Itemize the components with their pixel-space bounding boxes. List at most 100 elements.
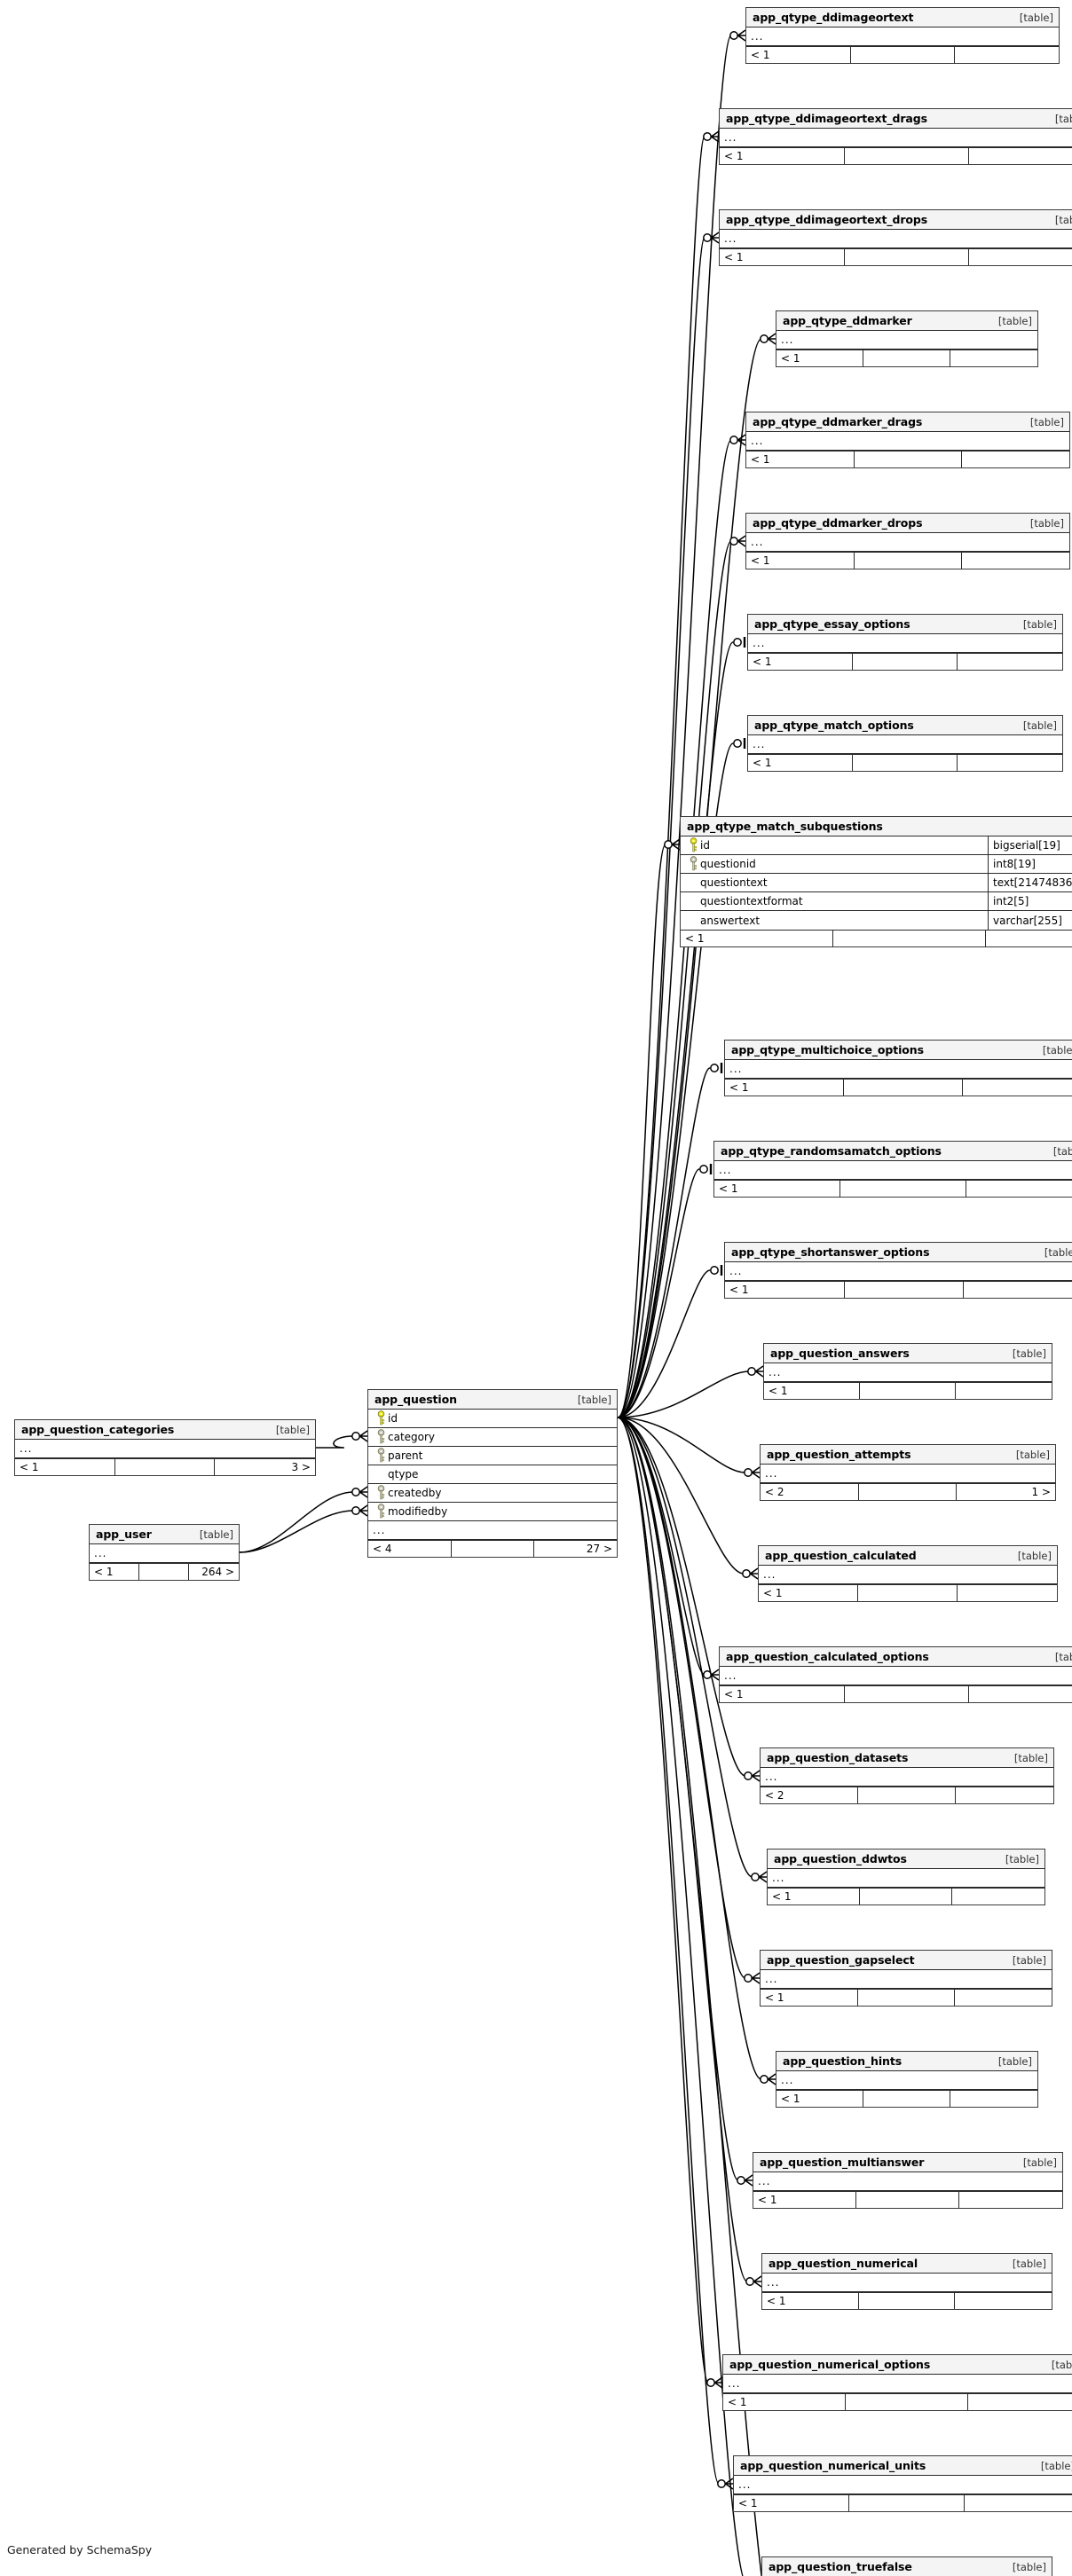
table-node-app_question_numerical[interactable]: app_question_numerical[table]...< 1 bbox=[761, 2253, 1052, 2310]
edge-app_question-to-app_question_numerical_options bbox=[617, 1417, 709, 2384]
table-node-app_question_gapselect[interactable]: app_question_gapselect[table]...< 1 bbox=[760, 1950, 1052, 2007]
table-footer-app_qtype_ddimageortext_drags: < 1 bbox=[720, 147, 1072, 164]
footer-children-count: 1 > bbox=[1031, 1486, 1051, 1498]
footer-parents-count: < 1 bbox=[764, 1383, 861, 1399]
table-node-app_question_datasets[interactable]: app_question_datasets[table]...< 2 bbox=[760, 1747, 1054, 1804]
table-node-app_qtype_shortanswer_options[interactable]: app_qtype_shortanswer_options[table]...<… bbox=[724, 1242, 1072, 1299]
table-node-app_question_numerical_options[interactable]: app_question_numerical_options[table]...… bbox=[722, 2354, 1072, 2411]
table-node-app_qtype_ddimageortext[interactable]: app_qtype_ddimageortext[table]...< 1 bbox=[745, 7, 1060, 64]
table-node-app_qtype_ddmarker_drops[interactable]: app_qtype_ddmarker_drops[table]...< 1 bbox=[745, 513, 1070, 569]
table-row[interactable]: id bbox=[368, 1410, 617, 1428]
table-body-app_qtype_ddmarker: ... bbox=[776, 331, 1037, 349]
endpoint-many-app_qtype_ddmarker_drops bbox=[729, 535, 746, 547]
table-row[interactable]: modifiedby bbox=[368, 1503, 617, 1521]
table-header-app_user: app_user[table] bbox=[90, 1525, 239, 1544]
table-node-app_qtype_ddmarker_drags[interactable]: app_qtype_ddmarker_drags[table]...< 1 bbox=[745, 412, 1070, 468]
column-type-cell: varchar[255] bbox=[988, 911, 1072, 930]
table-header-app_qtype_ddmarker_drops: app_qtype_ddmarker_drops[table] bbox=[746, 514, 1069, 533]
endpoint-one-app_qtype_randomsamatch_options bbox=[699, 1164, 713, 1174]
more-columns-ellipsis: ... bbox=[748, 634, 1062, 653]
footer-middle bbox=[863, 2091, 951, 2107]
column-name-cell: questionid bbox=[681, 856, 988, 872]
table-type-tag: [table] bbox=[1012, 1953, 1046, 1967]
endpoint-many-app_question-createdby bbox=[351, 1486, 368, 1498]
table-node-app_question_multianswer[interactable]: app_question_multianswer[table]...< 1 bbox=[753, 2152, 1063, 2209]
footer-parents-count: < 1 bbox=[748, 755, 854, 771]
table-body-app_qtype_ddimageortext: ... bbox=[746, 27, 1059, 46]
table-name-label: app_question_hints bbox=[783, 2054, 903, 2068]
table-row[interactable]: category bbox=[368, 1428, 617, 1447]
table-node-app_qtype_multichoice_options[interactable]: app_qtype_multichoice_options[table]...<… bbox=[724, 1040, 1072, 1096]
table-header-app_qtype_match_options: app_qtype_match_options[table] bbox=[748, 716, 1062, 735]
footer-children-count bbox=[966, 1181, 1072, 1197]
table-row[interactable]: createdby bbox=[368, 1484, 617, 1503]
footer-middle bbox=[855, 452, 962, 467]
table-node-app_question_hints[interactable]: app_question_hints[table]...< 1 bbox=[776, 2051, 1038, 2108]
footer-parents-count: < 1 bbox=[753, 2192, 857, 2208]
table-footer-app_question_multianswer: < 1 bbox=[753, 2191, 1062, 2208]
table-node-app_qtype_ddmarker[interactable]: app_qtype_ddmarker[table]...< 1 bbox=[776, 310, 1038, 367]
table-row[interactable]: qtype bbox=[368, 1465, 617, 1484]
table-footer-app_qtype_ddmarker_drops: < 1 bbox=[746, 552, 1069, 569]
table-footer-app_question_numerical: < 1 bbox=[762, 2292, 1052, 2309]
table-header-app_question_hints: app_question_hints[table] bbox=[776, 2052, 1037, 2071]
table-header-app_question_categories: app_question_categories[table] bbox=[15, 1420, 315, 1440]
table-type-tag: [table] bbox=[1012, 2560, 1046, 2573]
table-type-tag: [table] bbox=[199, 1528, 233, 1541]
table-body-app_qtype_randomsamatch_options: ... bbox=[714, 1161, 1072, 1180]
footer-parents-count: < 1 bbox=[762, 2293, 859, 2309]
footer-parents-count: < 1 bbox=[720, 148, 845, 164]
table-node-app_qtype_essay_options[interactable]: app_qtype_essay_options[table]...< 1 bbox=[747, 614, 1063, 671]
table-node-app_question_numerical_units[interactable]: app_question_numerical_units[table]...< … bbox=[733, 2455, 1072, 2512]
table-name-label: app_question_multianswer bbox=[760, 2156, 925, 2169]
table-name-label: app_qtype_ddimageortext_drags bbox=[726, 112, 927, 125]
footer-children-count bbox=[969, 148, 1072, 164]
footer-children-count bbox=[963, 1080, 1072, 1096]
edge-app_user-to-app_question-createdby bbox=[239, 1491, 354, 1553]
column-type-cell: bigserial[19] bbox=[988, 836, 1072, 854]
table-node-app_question_ddwtos[interactable]: app_question_ddwtos[table]...< 1 bbox=[767, 1849, 1045, 1905]
footer-parents-count: < 1 bbox=[725, 1282, 845, 1298]
edge-app_question-to-app_question_calculated bbox=[617, 1417, 745, 1575]
edge-app_question-to-app_question_attempts bbox=[617, 1417, 746, 1473]
table-node-app_question_answers[interactable]: app_question_answers[table]...< 1 bbox=[763, 1343, 1052, 1400]
footer-children-count bbox=[952, 1889, 1044, 1905]
footer-children-count bbox=[958, 1585, 1057, 1601]
table-name-label: app_qtype_shortanswer_options bbox=[731, 1245, 930, 1259]
table-body-app_question_datasets: ... bbox=[761, 1768, 1053, 1787]
footer-parents-count: < 1 bbox=[746, 452, 855, 467]
footer-middle bbox=[853, 755, 958, 771]
table-name-label: app_qtype_ddmarker_drops bbox=[753, 516, 923, 530]
edge-app_question-to-app_question_calculated_options bbox=[617, 1417, 705, 1676]
endpoint-many-app_question_calculated_options bbox=[703, 1669, 720, 1681]
table-node-app_qtype_ddimageortext_drags[interactable]: app_qtype_ddimageortext_drags[table]...<… bbox=[719, 108, 1072, 165]
table-node-app_qtype_match_options[interactable]: app_qtype_match_options[table]...< 1 bbox=[747, 715, 1063, 772]
endpoint-many-app_question_datasets bbox=[744, 1770, 761, 1782]
table-node-app_qtype_match_subquestions[interactable]: app_qtype_match_subquestions[table]idbig… bbox=[680, 816, 1072, 947]
table-row[interactable]: parent bbox=[368, 1447, 617, 1465]
edge-app_question-to-app_qtype_ddimageortext_drags bbox=[617, 136, 705, 1418]
footer-middle bbox=[115, 1459, 216, 1475]
table-node-app_question_truefalse[interactable]: app_question_truefalse[table]...< 1 bbox=[761, 2556, 1052, 2576]
table-body-app_qtype_essay_options: ... bbox=[748, 634, 1062, 653]
column-type-cell: int2[5] bbox=[988, 892, 1072, 910]
table-node-app_qtype_ddimageortext_drops[interactable]: app_qtype_ddimageortext_drops[table]...<… bbox=[719, 209, 1072, 266]
table-node-app_qtype_randomsamatch_options[interactable]: app_qtype_randomsamatch_options[table]..… bbox=[713, 1141, 1072, 1198]
table-node-app_question_calculated_options[interactable]: app_question_calculated_options[table]..… bbox=[719, 1646, 1072, 1703]
table-node-app_question_calculated[interactable]: app_question_calculated[table]...< 1 bbox=[758, 1545, 1058, 1602]
table-header-app_qtype_randomsamatch_options: app_qtype_randomsamatch_options[table] bbox=[714, 1142, 1072, 1161]
column-name-label: createdby bbox=[388, 1487, 442, 1499]
column-name-label: parent bbox=[388, 1449, 423, 1462]
endpoint-one-app_qtype_multichoice_options bbox=[710, 1063, 723, 1073]
table-body-app_question_multianswer: ... bbox=[753, 2172, 1062, 2191]
footer-middle bbox=[845, 148, 970, 164]
